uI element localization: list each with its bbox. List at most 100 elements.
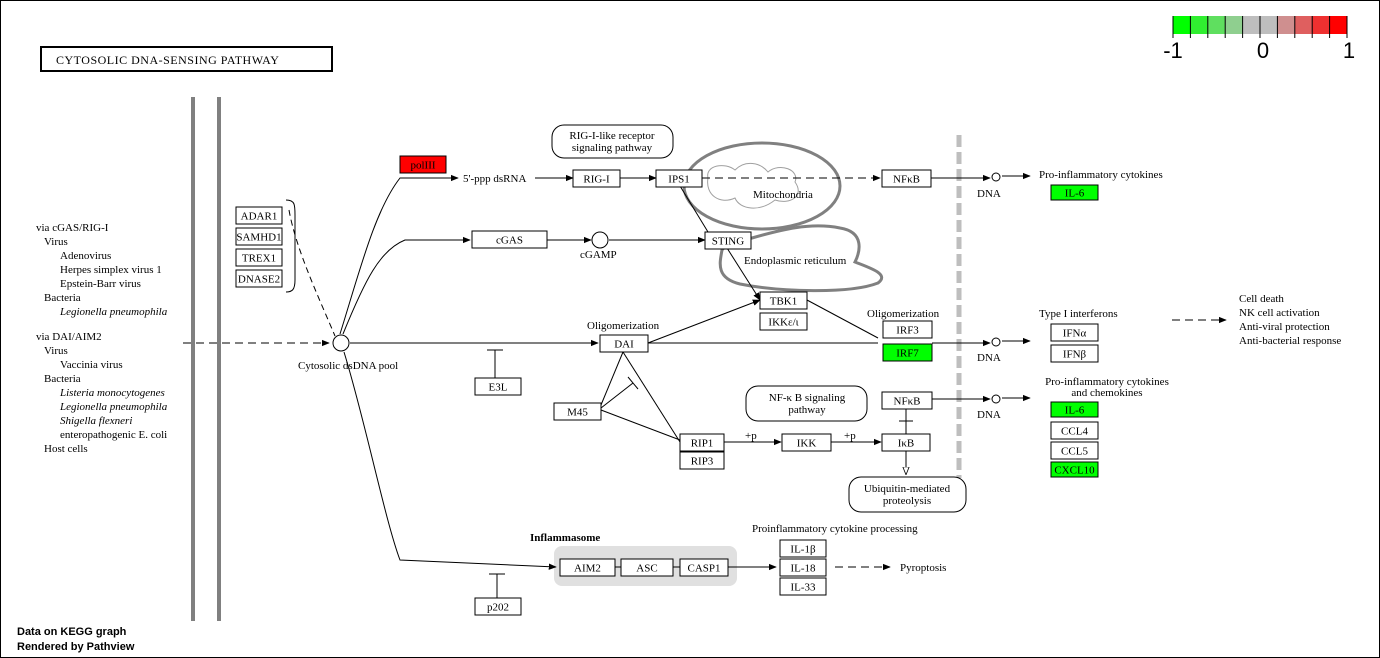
gene-node-cgas[interactable]: cGAS xyxy=(471,230,548,249)
dna-label-1: DNA xyxy=(977,188,1001,200)
gene-node-samhd1[interactable]: SAMHD1 xyxy=(235,227,283,246)
dna-node-1[interactable] xyxy=(991,172,1001,182)
gene-box xyxy=(1050,441,1099,460)
gene-node-ikk[interactable]: IKK xyxy=(781,433,832,452)
gene-label: CASP1 xyxy=(687,563,720,575)
gene-node-casp1[interactable]: CASP1 xyxy=(679,558,729,577)
svg-text:pathway: pathway xyxy=(788,404,826,416)
gene-node-sting[interactable]: STING xyxy=(704,231,752,250)
gene-node-ccl4[interactable]: CCL4 xyxy=(1050,421,1099,440)
dsdna-pool-node[interactable] xyxy=(332,334,350,352)
gene-node-ikb[interactable]: IκB xyxy=(881,433,931,452)
gene-label: IL-1β xyxy=(790,544,816,556)
gene-label: ADAR1 xyxy=(241,211,278,223)
pathogen-group-title: via cGAS/RIG-I xyxy=(36,222,109,234)
pathway-link-rig-i[interactable]: RIG-I-like receptor signaling pathway xyxy=(551,124,674,159)
legend-swatch xyxy=(1312,16,1330,34)
pathogen-item: Shigella flexneri xyxy=(60,415,132,427)
cytokine-processing-label: Proinflammatory cytokine processing xyxy=(752,523,918,535)
gene-label: RIP3 xyxy=(691,456,714,468)
er-label: Endoplasmic reticulum xyxy=(744,255,847,267)
pathogen-item: Bacteria xyxy=(44,373,81,385)
gene-node-il1b[interactable]: IL-1β xyxy=(779,539,827,558)
legend-swatch xyxy=(1242,16,1260,34)
gene-label: cGAS xyxy=(496,235,523,247)
gene-box xyxy=(779,558,827,577)
gene-box xyxy=(881,433,931,452)
gene-node-ips1[interactable]: IPS1 xyxy=(655,169,703,188)
dna-node-3[interactable] xyxy=(991,394,1001,404)
gene-box xyxy=(235,206,283,225)
gene-box xyxy=(572,169,621,188)
pro-inflammatory-cytokines-label: Pro-inflammatory cytokines xyxy=(1039,169,1163,181)
pathway-link-ubiquitin[interactable]: Ubiquitin-mediated proteolysis xyxy=(848,476,967,513)
gene-box xyxy=(759,312,808,331)
oligomerization-label-irf: Oligomerization xyxy=(867,308,940,320)
outcome-item: NK cell activation xyxy=(1239,307,1320,319)
gene-node-e3l[interactable]: E3L xyxy=(474,377,522,396)
gene-box xyxy=(1050,461,1099,478)
svg-text:proteolysis: proteolysis xyxy=(883,495,931,507)
cgamp-node[interactable] xyxy=(591,231,609,249)
gene-node-asc[interactable]: ASC xyxy=(620,558,674,577)
dna-node-2[interactable] xyxy=(991,337,1001,347)
gene-node-rigi[interactable]: RIG-I xyxy=(572,169,621,188)
pathogen-item: Herpes simplex virus 1 xyxy=(60,264,162,276)
gene-node-ifna[interactable]: IFNα xyxy=(1050,323,1099,342)
gene-label: NFκB xyxy=(894,396,921,408)
gene-label: p202 xyxy=(487,602,509,614)
gene-node-il6b[interactable]: IL-6 xyxy=(1050,401,1099,418)
outcome-item: Anti-bacterial response xyxy=(1239,335,1341,347)
gene-label: DNASE2 xyxy=(238,274,280,286)
gene-label: SAMHD1 xyxy=(236,232,281,244)
gene-node-ccl5[interactable]: CCL5 xyxy=(1050,441,1099,460)
gene-node-ifnb[interactable]: IFNβ xyxy=(1050,344,1099,363)
legend-swatch xyxy=(1173,16,1191,34)
gene-label: DAI xyxy=(614,339,634,351)
gene-node-adar1[interactable]: ADAR1 xyxy=(235,206,283,225)
gene-node-irf3[interactable]: IRF3 xyxy=(882,320,933,339)
oligomerization-label-dai: Oligomerization xyxy=(587,320,660,332)
gene-node-ikke[interactable]: IKKε/ι xyxy=(759,312,808,331)
gene-node-p202[interactable]: p202 xyxy=(474,597,522,616)
gene-node-dnase2[interactable]: DNASE2 xyxy=(235,269,283,288)
gene-node-il33[interactable]: IL-33 xyxy=(779,577,827,596)
gene-box xyxy=(471,230,548,249)
gene-box xyxy=(881,169,932,188)
pathogen-item: Epstein-Barr virus xyxy=(60,278,141,290)
gene-node-rip1[interactable]: RIP1 xyxy=(679,433,725,452)
svg-text:signaling pathway: signaling pathway xyxy=(572,142,653,154)
svg-text:Ubiquitin-mediated: Ubiquitin-mediated xyxy=(864,483,951,495)
gene-box xyxy=(882,343,933,362)
gene-box xyxy=(474,377,522,396)
gene-node-aim2[interactable]: AIM2 xyxy=(559,558,616,577)
gene-node-m45[interactable]: M45 xyxy=(553,402,602,421)
cell-membrane-outer xyxy=(191,97,195,621)
legend-swatch xyxy=(1329,16,1347,34)
footer-line-1: Data on KEGG graph xyxy=(17,626,127,638)
gene-node-tbk1[interactable]: TBK1 xyxy=(759,291,808,310)
gene-box xyxy=(679,433,725,452)
gene-label: IKK xyxy=(797,438,817,450)
pathogen-item: Legionella pneumophila xyxy=(59,401,168,413)
gene-node-poliii[interactable]: polIII xyxy=(399,155,447,174)
cell-membrane-inner xyxy=(217,97,221,621)
gene-node-cxcl10[interactable]: CXCL10 xyxy=(1050,461,1099,478)
gene-node-trex1[interactable]: TREX1 xyxy=(235,248,283,267)
gene-node-dai[interactable]: DAI xyxy=(599,334,649,353)
gene-label: IL-33 xyxy=(790,582,816,594)
dsrna-label: 5'-ppp dsRNA xyxy=(463,173,526,185)
gene-label: IRF3 xyxy=(896,325,919,337)
gene-box xyxy=(1050,421,1099,440)
gene-label: IL-18 xyxy=(790,563,816,575)
gene-node-nfkb1[interactable]: NFκB xyxy=(881,169,932,188)
gene-node-rip3[interactable]: RIP3 xyxy=(679,451,725,470)
gene-node-irf7[interactable]: IRF7 xyxy=(882,343,933,362)
gene-node-nfkb2[interactable]: NFκB xyxy=(881,391,933,410)
gene-label: AIM2 xyxy=(574,563,601,575)
pathway-link-nfkb[interactable]: NF-κ B signaling pathway xyxy=(745,385,868,422)
gene-node-il18[interactable]: IL-18 xyxy=(779,558,827,577)
gene-node-il6a[interactable]: IL-6 xyxy=(1050,184,1099,201)
